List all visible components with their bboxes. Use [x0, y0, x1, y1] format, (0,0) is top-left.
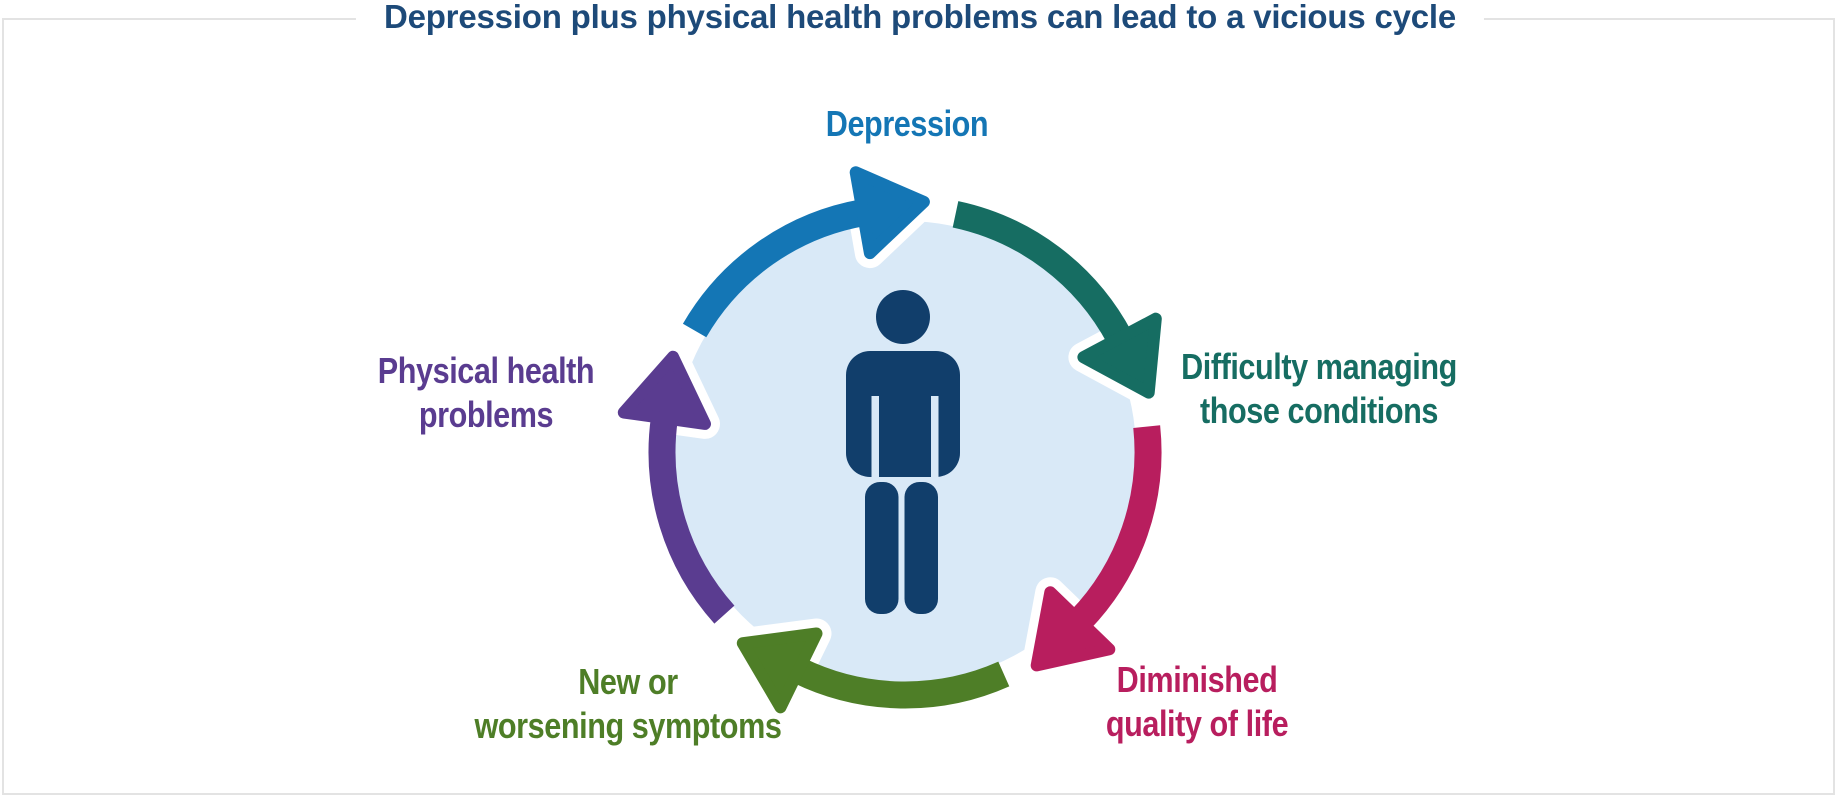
person-torso: [846, 351, 960, 477]
page-title: Depression plus physical health problems…: [355, 0, 1485, 35]
arc-diminished: [1069, 425, 1162, 631]
person-icon: [846, 290, 960, 614]
cycle-arrow-difficulty: [952, 201, 1171, 408]
arrowhead-depression: [849, 166, 930, 260]
person-head: [876, 290, 930, 344]
person-arm-gap-right: [931, 396, 939, 482]
person-leg-left: [865, 482, 899, 614]
label-depression: Depression: [825, 103, 989, 144]
arc-physical: [648, 416, 735, 624]
label-difficulty-managing: Difficulty managing those conditions: [1181, 346, 1457, 431]
cycle-arrow-depression: [682, 157, 939, 338]
label-diminished-quality: Diminished quality of life: [1105, 659, 1289, 744]
arrowhead-symptoms: [736, 627, 823, 714]
arrowhead-diminished: [1030, 586, 1116, 672]
arrowhead-physical: [617, 350, 711, 430]
arc-symptoms: [792, 658, 1010, 709]
person-leg-right: [904, 482, 938, 614]
label-new-worsening: New or worsening symptoms: [474, 661, 782, 746]
cycle-arrow-symptoms: [727, 618, 1010, 723]
arrowhead-difficulty: [1077, 312, 1162, 399]
arc-depression: [682, 199, 866, 338]
label-physical-health: Physical health problems: [377, 350, 595, 435]
person-arm-gap-left: [871, 396, 879, 482]
arc-difficulty: [952, 201, 1132, 345]
cycle-arrow-physical: [608, 341, 735, 624]
cycle-arrow-diminished: [1021, 425, 1162, 681]
